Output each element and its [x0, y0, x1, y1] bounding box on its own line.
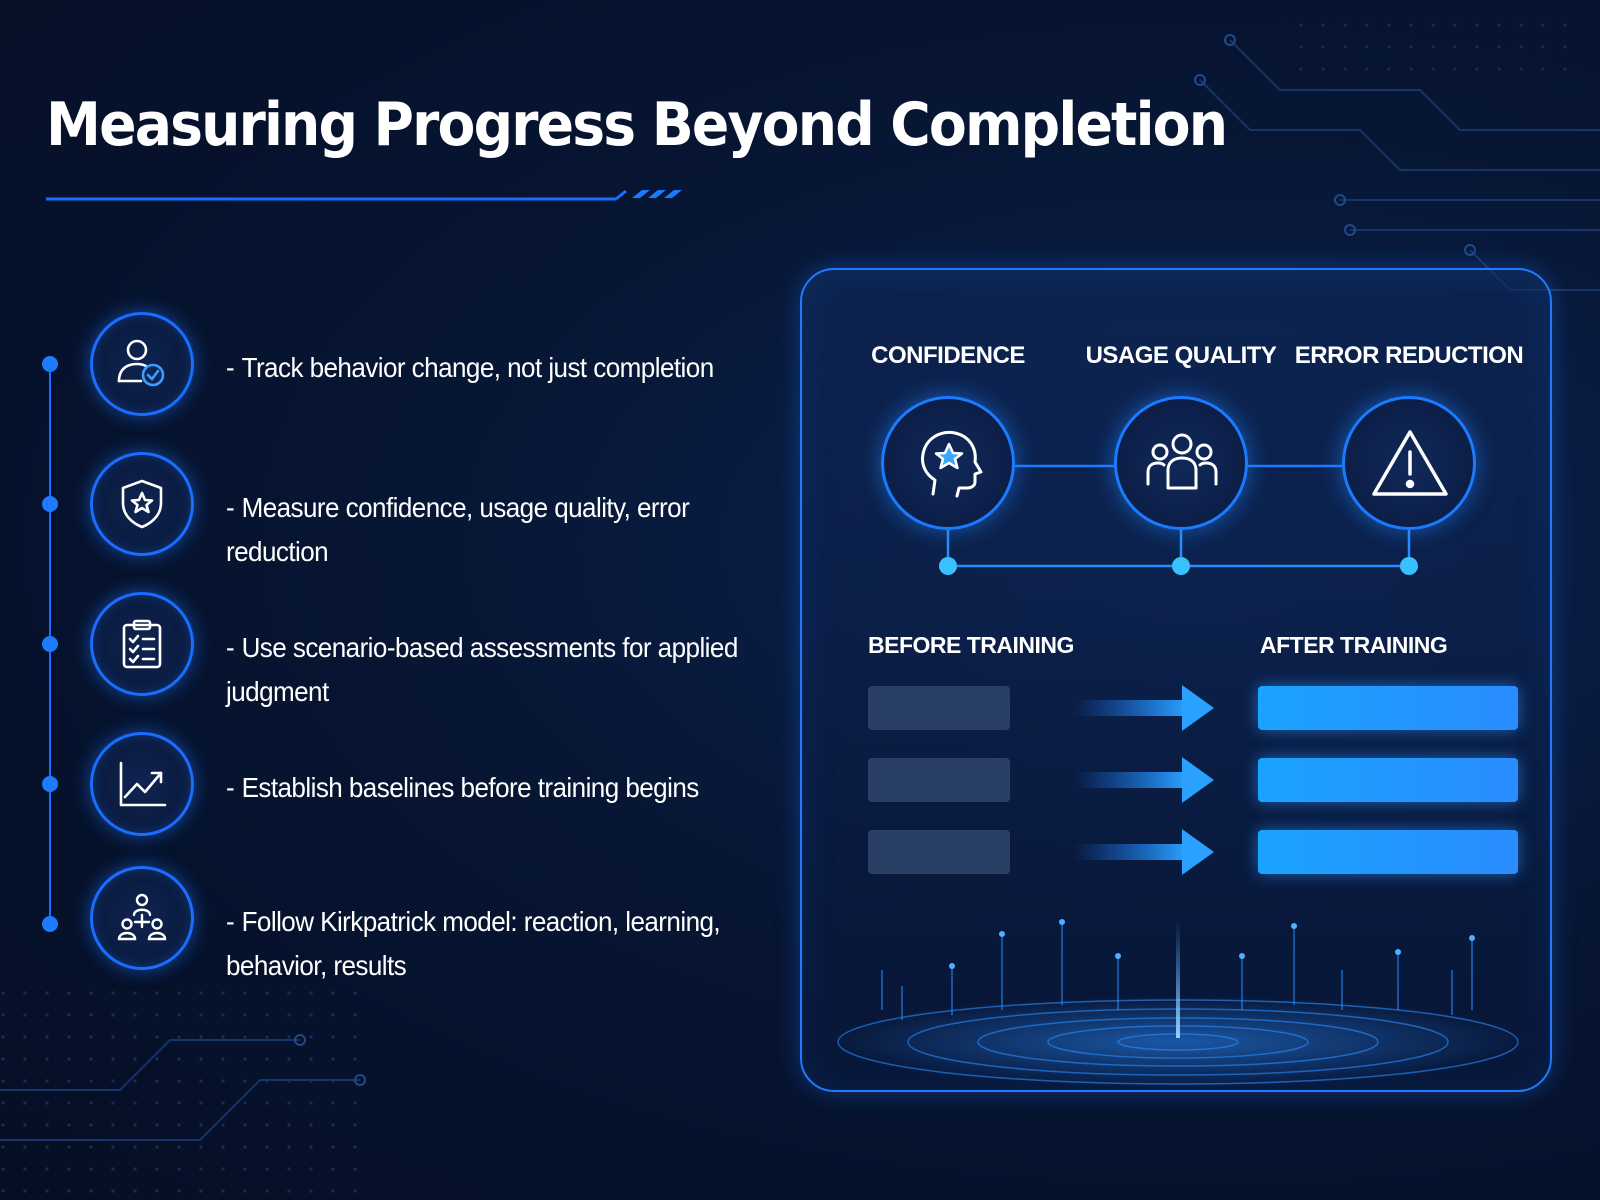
bullet-text: -Establish baselines before training beg… — [226, 772, 699, 803]
hierarchy-people-icon — [117, 893, 167, 941]
bullet-item: -Use scenario-based assessments for appl… — [90, 592, 790, 707]
metric-badge-confidence — [881, 396, 1015, 530]
icon-badge — [90, 592, 194, 696]
icon-badge — [90, 732, 194, 836]
warning-triangle-icon — [1372, 430, 1448, 496]
bullet-text: -Use scenario-based assessments for appl… — [226, 632, 738, 707]
page-title: Measuring Progress Beyond Completion — [46, 90, 1228, 160]
before-training-label: BEFORE TRAINING — [868, 632, 1074, 658]
after-bar — [1258, 830, 1518, 874]
bullet-text: -Follow Kirkpatrick model: reaction, lea… — [226, 906, 721, 981]
arrow-right-icon — [1074, 829, 1214, 875]
metric-label-usage-quality: USAGE QUALITY — [1085, 342, 1277, 369]
metric-label-error-reduction: ERROR REDUCTION — [1294, 342, 1524, 369]
arrow-right-icon — [1074, 685, 1214, 731]
timeline-rail — [42, 356, 58, 932]
bullet-item: -Establish baselines before training beg… — [90, 732, 790, 842]
clipboard-checklist-icon — [122, 619, 162, 669]
before-bar — [868, 686, 1010, 730]
icon-badge — [90, 312, 194, 416]
title-underline — [46, 189, 682, 201]
connector-lines — [818, 464, 1538, 1088]
bullet-text: -Track behavior change, not just complet… — [226, 352, 714, 383]
after-training-label: AFTER TRAINING — [1260, 632, 1448, 658]
after-bar — [1258, 758, 1518, 802]
before-bar — [868, 830, 1010, 874]
metric-badge-usage-quality — [1114, 396, 1248, 530]
before-bar — [868, 758, 1010, 802]
metric-badge-error-reduction — [1342, 396, 1476, 530]
metric-label-confidence: CONFIDENCE — [871, 342, 1025, 369]
user-check-icon — [117, 339, 165, 387]
bullet-item: -Measure confidence, usage quality, erro… — [90, 452, 790, 567]
bullet-text: -Measure confidence, usage quality, erro… — [226, 492, 690, 567]
bullet-item: -Follow Kirkpatrick model: reaction, lea… — [90, 866, 790, 981]
group-people-icon — [1146, 433, 1218, 490]
icon-badge — [90, 866, 194, 970]
bullet-item: -Track behavior change, not just complet… — [90, 312, 790, 422]
arrow-right-icon — [1074, 757, 1214, 803]
trend-chart-icon — [119, 761, 167, 807]
after-bar — [1258, 686, 1518, 730]
icon-badge — [90, 452, 194, 556]
metrics-panel: CONFIDENCE USAGE QUALITY ERROR REDUCTION… — [800, 268, 1552, 1092]
shield-star-icon — [121, 479, 163, 529]
head-star-icon — [921, 430, 983, 498]
